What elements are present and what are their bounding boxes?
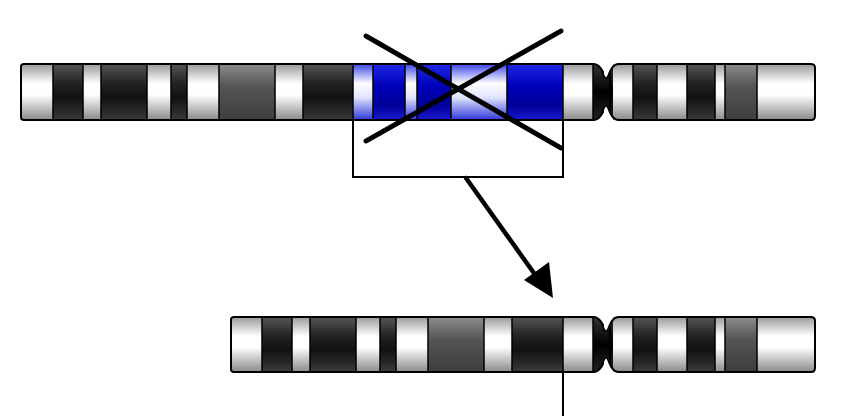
band	[757, 64, 814, 120]
deleted-region	[353, 64, 563, 120]
band	[53, 64, 83, 120]
band-dividers	[261, 317, 564, 372]
band	[563, 64, 593, 120]
band	[484, 317, 512, 372]
band	[187, 64, 219, 120]
band	[725, 317, 757, 372]
deleted-band	[373, 64, 405, 120]
band	[83, 64, 101, 120]
band	[219, 64, 275, 120]
derived-q-arm	[609, 316, 816, 373]
band	[262, 317, 292, 372]
deleted-band	[507, 64, 563, 120]
band	[303, 64, 353, 120]
band	[147, 64, 171, 120]
crossout-stroke-1	[363, 33, 564, 151]
band	[633, 317, 657, 372]
band	[396, 317, 428, 372]
band	[310, 317, 356, 372]
band	[613, 64, 633, 120]
band	[725, 64, 757, 120]
band	[687, 317, 715, 372]
band	[757, 317, 814, 372]
deletion-bracket	[352, 120, 564, 178]
original-chromosome	[20, 63, 816, 121]
band	[171, 64, 187, 120]
band	[715, 317, 725, 372]
band	[356, 317, 380, 372]
band	[715, 64, 725, 120]
band	[633, 64, 657, 120]
band	[231, 317, 262, 372]
crossout-stroke-2	[363, 28, 564, 144]
band-dividers	[52, 64, 564, 120]
band	[657, 64, 687, 120]
band	[101, 64, 147, 120]
band	[687, 64, 715, 120]
q-arm-outline	[609, 63, 816, 121]
band	[275, 64, 303, 120]
band-dividers	[632, 64, 758, 120]
arrow-icon	[463, 175, 553, 298]
band	[428, 317, 484, 372]
band-dividers	[632, 317, 758, 372]
deleted-band	[353, 64, 373, 120]
q-arm-outline	[609, 316, 816, 373]
original-q-arm	[609, 63, 816, 121]
band	[613, 317, 633, 372]
crossout-mark	[363, 28, 564, 151]
band	[380, 317, 396, 372]
band	[292, 317, 310, 372]
band	[21, 64, 53, 120]
deleted-band	[405, 64, 417, 120]
band	[657, 317, 687, 372]
original-p-arm	[20, 63, 604, 121]
derived-chromosome	[230, 316, 816, 373]
derived-p-arm	[230, 316, 604, 373]
band	[512, 317, 563, 372]
band	[563, 317, 593, 372]
